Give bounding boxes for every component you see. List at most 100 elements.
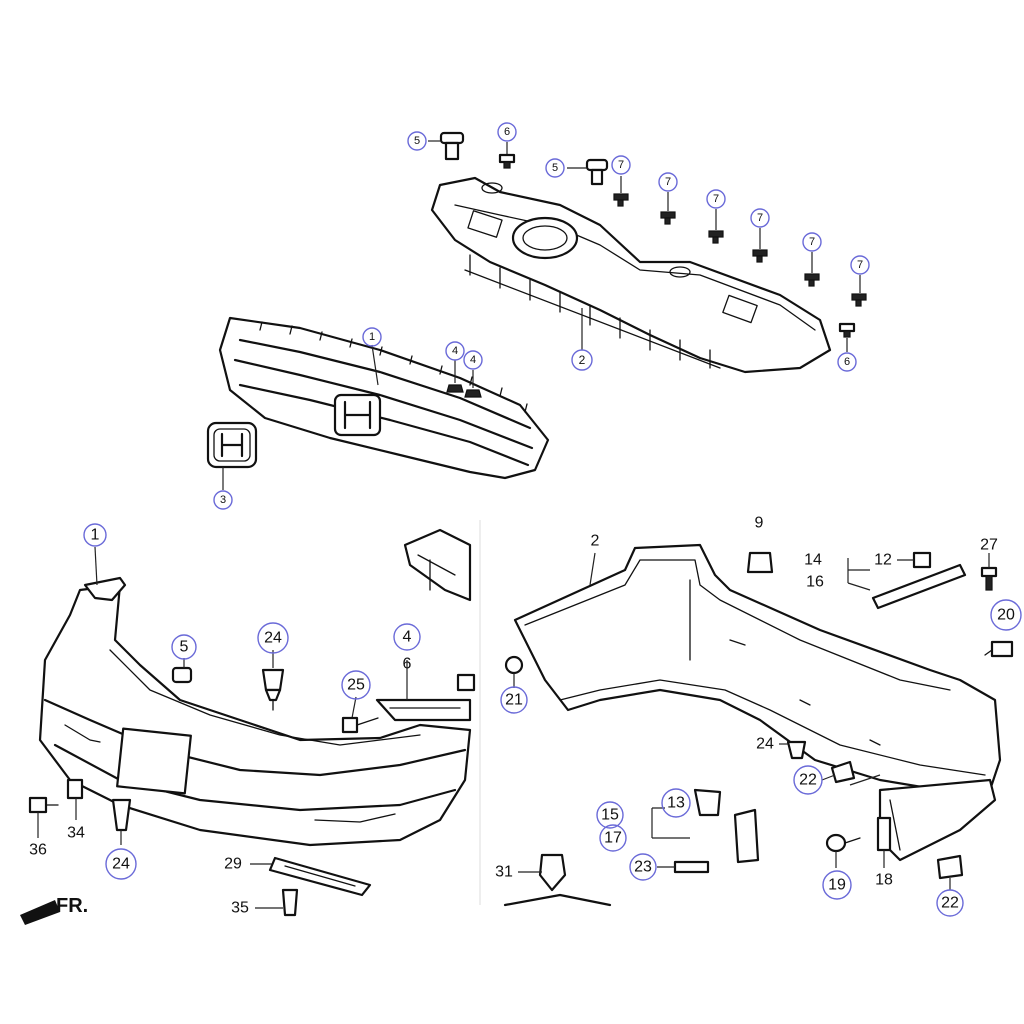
callout-ring xyxy=(497,122,517,142)
rear-bumper-callout-23: 23 xyxy=(629,853,657,881)
callout-label: 20 xyxy=(997,607,1015,624)
grille-panel-callout-4: 4 xyxy=(445,341,465,361)
rear-bumper-callout-24: 24 xyxy=(756,736,774,753)
callout-label: 17 xyxy=(604,830,622,847)
callout-ring xyxy=(850,255,870,275)
callout-ring xyxy=(407,131,427,151)
callout-label: 22 xyxy=(941,895,959,912)
front-bumper-callout-1: 1 xyxy=(83,523,107,547)
callout-ring xyxy=(83,523,107,547)
callout-label: 6 xyxy=(504,126,510,138)
callout-label: 7 xyxy=(809,236,815,248)
callout-label: 1 xyxy=(369,331,375,343)
callout-label: 7 xyxy=(618,159,624,171)
callout-label: 7 xyxy=(713,193,719,205)
callout-label: 7 xyxy=(665,176,671,188)
front-bumper-callout-24: 24 xyxy=(105,848,137,880)
grille-panel-callout-7: 7 xyxy=(611,155,631,175)
callout-label: 2 xyxy=(591,533,600,550)
grille-panel-callout-7: 7 xyxy=(658,172,678,192)
callout-label: 21 xyxy=(505,692,523,709)
callout-label: 5 xyxy=(414,135,420,147)
front-bumper-callout-25: 25 xyxy=(341,670,371,700)
callout-label: 18 xyxy=(875,872,893,889)
callout-label: 2 xyxy=(579,353,586,367)
callout-ring xyxy=(257,622,289,654)
callout-ring xyxy=(706,189,726,209)
grille-panel-callout-3: 3 xyxy=(213,490,233,510)
callout-label: 12 xyxy=(874,552,892,569)
callout-label: 6 xyxy=(403,656,412,673)
callout-label: 5 xyxy=(552,162,558,174)
fr-direction-marker: FR. xyxy=(20,895,88,925)
callout-label: 31 xyxy=(495,864,513,881)
grille-panel-callout-6: 6 xyxy=(837,352,857,372)
callout-label: 25 xyxy=(347,677,365,694)
front-bumper-callout-6: 6 xyxy=(403,656,412,673)
front-bumper-callout-34: 34 xyxy=(67,825,85,842)
grille-panel-callout-4: 4 xyxy=(463,350,483,370)
callout-ring xyxy=(571,349,593,371)
callout-ring xyxy=(629,853,657,881)
callout-ring xyxy=(105,848,137,880)
screw-6-top-icon xyxy=(498,142,516,169)
rear-bumper-callout-15: 15 xyxy=(596,801,624,829)
rear-bumper-callout-21: 21 xyxy=(500,686,528,714)
upper-grille-panel xyxy=(430,176,832,374)
rear-bumper-callout-27: 27 xyxy=(980,537,998,554)
callout-label: 16 xyxy=(806,574,824,591)
grille-panel-callout-7: 7 xyxy=(706,189,726,209)
grille-panel-callout-6: 6 xyxy=(497,122,517,142)
callout-ring xyxy=(213,490,233,510)
callout-ring xyxy=(936,889,964,917)
front-bumper-callout-24: 24 xyxy=(257,622,289,654)
front-bumper-callout-4: 4 xyxy=(393,623,421,651)
callout-label: 29 xyxy=(224,856,242,873)
callout-ring xyxy=(171,634,197,660)
grille-panel-callout-5: 5 xyxy=(545,158,565,178)
callout-label: 24 xyxy=(264,630,282,647)
callout-label: 14 xyxy=(804,552,822,569)
rear-bumper-callout-14: 14 xyxy=(804,552,822,569)
callout-ring xyxy=(750,208,770,228)
callout-ring xyxy=(445,341,465,361)
grille-panel-callout-2: 2 xyxy=(571,349,593,371)
rear-bumper-callout-22: 22 xyxy=(936,889,964,917)
front-bumper-callout-35: 35 xyxy=(231,900,249,917)
callout-label: 4 xyxy=(452,345,458,357)
callout-ring xyxy=(661,788,691,818)
callout-label: 1 xyxy=(91,527,100,544)
callout-label: 22 xyxy=(799,772,817,789)
rear-bumper-callout-12: 12 xyxy=(874,552,892,569)
screw-7-set-icon xyxy=(613,176,867,307)
callout-label: 3 xyxy=(220,494,226,506)
callout-ring xyxy=(990,599,1022,631)
front-bumper-callout-5: 5 xyxy=(171,634,197,660)
fr-direction-label: FR. xyxy=(56,895,88,917)
callout-ring xyxy=(596,801,624,829)
rear-bumper-callout-22: 22 xyxy=(793,765,823,795)
front-bumper-callout-36: 36 xyxy=(29,842,47,859)
callout-label: 7 xyxy=(857,259,863,271)
clip-5-top-left-icon xyxy=(428,131,465,161)
emblem xyxy=(206,421,258,490)
callout-ring xyxy=(837,352,857,372)
callout-label: 19 xyxy=(828,877,846,894)
callout-label: 4 xyxy=(470,354,476,366)
grille-panel-callout-7: 7 xyxy=(802,232,822,252)
rear-bumper-callout-13: 13 xyxy=(661,788,691,818)
callout-label: 7 xyxy=(757,212,763,224)
callout-label: 5 xyxy=(180,639,189,656)
callout-label: 6 xyxy=(844,356,850,368)
callout-label: 13 xyxy=(667,795,685,812)
callout-ring xyxy=(545,158,565,178)
callout-ring xyxy=(500,686,528,714)
callout-label: 35 xyxy=(231,900,249,917)
front-bumper xyxy=(38,528,472,847)
front-grille xyxy=(218,316,550,480)
callout-ring xyxy=(341,670,371,700)
grille-panel-callout-1: 1 xyxy=(362,327,382,347)
callout-label: 36 xyxy=(29,842,47,859)
callout-label: 24 xyxy=(756,736,774,753)
